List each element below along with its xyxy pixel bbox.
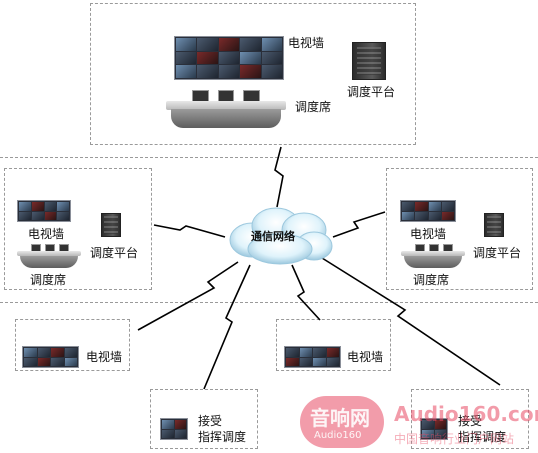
link-right-node <box>332 211 386 238</box>
right-node-platform-label: 调度平台 <box>473 246 522 260</box>
receiver-right-line1: 接受 <box>458 414 483 428</box>
lower-divider <box>0 302 538 303</box>
bottom-right-tv-wall-label: 电视墙 <box>347 350 384 364</box>
network-cloud-icon <box>229 207 333 265</box>
left-node-dispatch-desk <box>17 244 81 268</box>
right-node-dispatch-desk <box>401 244 465 268</box>
receiver-right-box <box>411 389 529 449</box>
bottom-left-tv-wall-label: 电视墙 <box>86 350 123 364</box>
watermark-sub: Audio160 <box>314 430 362 441</box>
center-command-box <box>90 3 416 145</box>
right-node-platform-rack <box>484 213 504 237</box>
link-receiver-right <box>321 257 501 386</box>
receiver-left-box <box>150 389 258 449</box>
receiver-left-line1: 接受 <box>198 414 223 428</box>
bottom-left-tv-wall <box>22 346 79 368</box>
link-left-node <box>153 224 226 238</box>
bottom-right-tv-box <box>276 319 391 371</box>
center-tv-wall <box>174 36 284 80</box>
link-bottom-left-tv <box>137 261 239 331</box>
center-tv-wall-label: 电视墙 <box>288 36 325 50</box>
left-node-platform-label: 调度平台 <box>90 246 139 260</box>
watermark-tagline: 中国音响行业门户网站 <box>394 432 515 446</box>
center-dispatch-seat-label: 调度席 <box>295 100 332 114</box>
receiver-right-screen <box>420 418 448 440</box>
watermark: 音响网 Audio160 Audio160.com 中国音响行业门户网站 <box>300 394 538 452</box>
center-platform-rack <box>352 42 386 80</box>
center-platform-label: 调度平台 <box>347 85 396 99</box>
left-node-dispatch-seat-label: 调度席 <box>30 273 67 287</box>
left-node-tv-wall-label: 电视墙 <box>28 227 65 241</box>
watermark-logo-badge <box>300 396 384 448</box>
right-node-tv-wall <box>400 200 456 222</box>
link-bottom-right-tv <box>291 264 321 321</box>
receiver-left-line2: 指挥调度 <box>198 430 247 444</box>
network-label: 通信网络 <box>251 230 295 243</box>
link-receiver-left <box>203 264 251 390</box>
receiver-left-screen <box>160 418 188 440</box>
bottom-left-tv-box <box>15 319 130 371</box>
link-center <box>274 146 284 208</box>
upper-divider <box>0 157 538 158</box>
right-node-tv-wall-label: 电视墙 <box>410 227 447 241</box>
left-node-tv-wall <box>17 200 71 222</box>
center-dispatch-desk <box>166 90 286 128</box>
left-node-platform-rack <box>101 213 121 237</box>
watermark-logo: 音响网 <box>310 406 370 430</box>
right-node-box <box>386 168 533 290</box>
right-node-dispatch-seat-label: 调度席 <box>413 273 450 287</box>
receiver-right-line2: 指挥调度 <box>458 430 507 444</box>
left-node-box <box>4 168 152 290</box>
bottom-right-tv-wall <box>284 346 341 368</box>
watermark-brand: Audio160.com <box>394 402 538 426</box>
